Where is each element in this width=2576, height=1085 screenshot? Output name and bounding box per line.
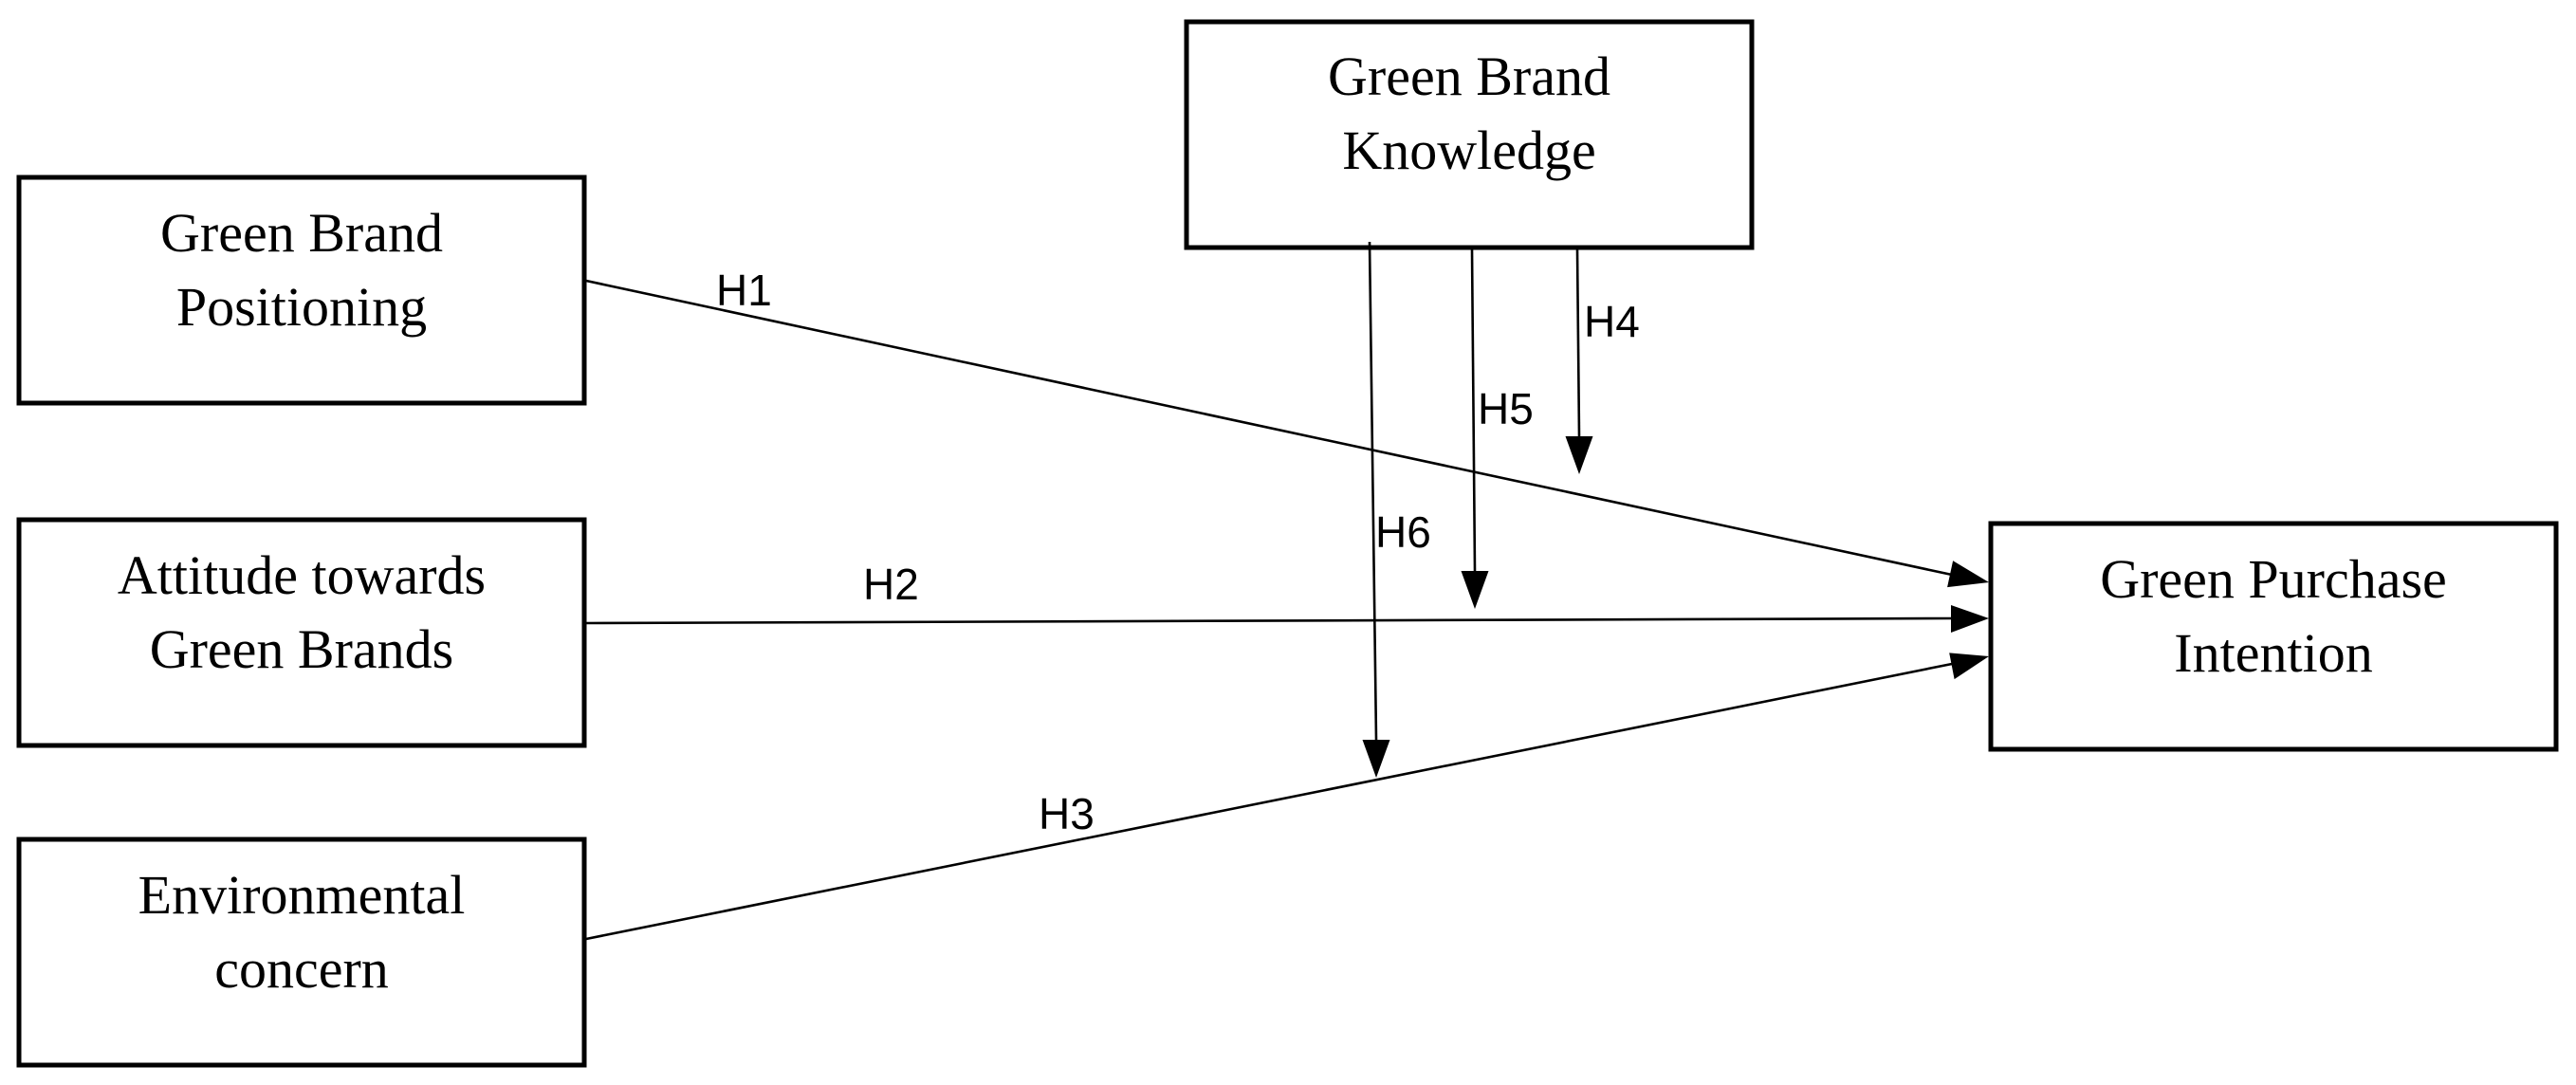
node-environmental-concern-box bbox=[16, 837, 587, 1068]
edge-h4-label: H4 bbox=[1584, 297, 1640, 346]
node-green-brand-knowledge: Green Brand Knowledge bbox=[1184, 19, 1755, 250]
edge-h3-arrowhead bbox=[1949, 653, 1989, 680]
edge-h6-line bbox=[1368, 241, 1378, 741]
edge-h1-label: H1 bbox=[716, 266, 772, 315]
edge-h5-arrowhead bbox=[1461, 571, 1489, 609]
edge-h2: H2 bbox=[585, 560, 1989, 633]
edge-h6: H6 bbox=[1362, 241, 1431, 778]
node-environmental-concern-line2: concern bbox=[214, 938, 389, 1000]
edge-h2-arrowhead bbox=[1951, 605, 1989, 633]
edge-h3: H3 bbox=[585, 653, 1989, 941]
edge-h5-label: H5 bbox=[1478, 384, 1534, 433]
edge-h4-arrowhead bbox=[1565, 436, 1593, 474]
edge-h2-line bbox=[585, 616, 1952, 625]
node-green-brand-knowledge-line2: Knowledge bbox=[1342, 120, 1595, 181]
node-attitude-towards-green-brands-box bbox=[16, 517, 587, 748]
node-green-brand-knowledge-line1: Green Brand bbox=[1328, 46, 1610, 107]
node-green-purchase-intention-box bbox=[1988, 521, 2559, 752]
node-green-purchase-intention-line2: Intention bbox=[2174, 622, 2372, 684]
edge-h3-label: H3 bbox=[1039, 789, 1095, 838]
node-environmental-concern-line1: Environmental bbox=[138, 864, 466, 926]
node-environmental-concern: Environmental concern bbox=[16, 837, 587, 1068]
edge-h2-label: H2 bbox=[863, 560, 919, 609]
node-green-brand-positioning: Green Brand Positioning bbox=[16, 175, 587, 406]
edge-h5-line bbox=[1470, 248, 1477, 572]
node-attitude-towards-green-brands: Attitude towards Green Brands bbox=[16, 517, 587, 748]
node-green-brand-positioning-box bbox=[16, 175, 587, 406]
edge-h1-line bbox=[585, 279, 1953, 577]
node-green-brand-positioning-line2: Positioning bbox=[176, 276, 427, 338]
node-green-purchase-intention-line1: Green Purchase bbox=[2100, 548, 2447, 610]
node-green-brand-positioning-line1: Green Brand bbox=[160, 202, 443, 264]
node-green-purchase-intention: Green Purchase Intention bbox=[1988, 521, 2559, 752]
edge-h3-line bbox=[585, 662, 1953, 941]
edge-h4-line bbox=[1575, 248, 1581, 437]
edge-h1: H1 bbox=[585, 266, 1989, 588]
edge-h4: H4 bbox=[1565, 248, 1640, 474]
node-attitude-towards-green-brands-line2: Green Brands bbox=[150, 618, 454, 680]
node-attitude-towards-green-brands-line1: Attitude towards bbox=[118, 544, 486, 606]
edge-h1-arrowhead bbox=[1947, 561, 1989, 588]
node-green-brand-knowledge-box bbox=[1184, 19, 1755, 250]
edge-h6-label: H6 bbox=[1375, 507, 1431, 557]
edge-h6-arrowhead bbox=[1362, 740, 1390, 778]
edge-h5: H5 bbox=[1461, 248, 1534, 609]
